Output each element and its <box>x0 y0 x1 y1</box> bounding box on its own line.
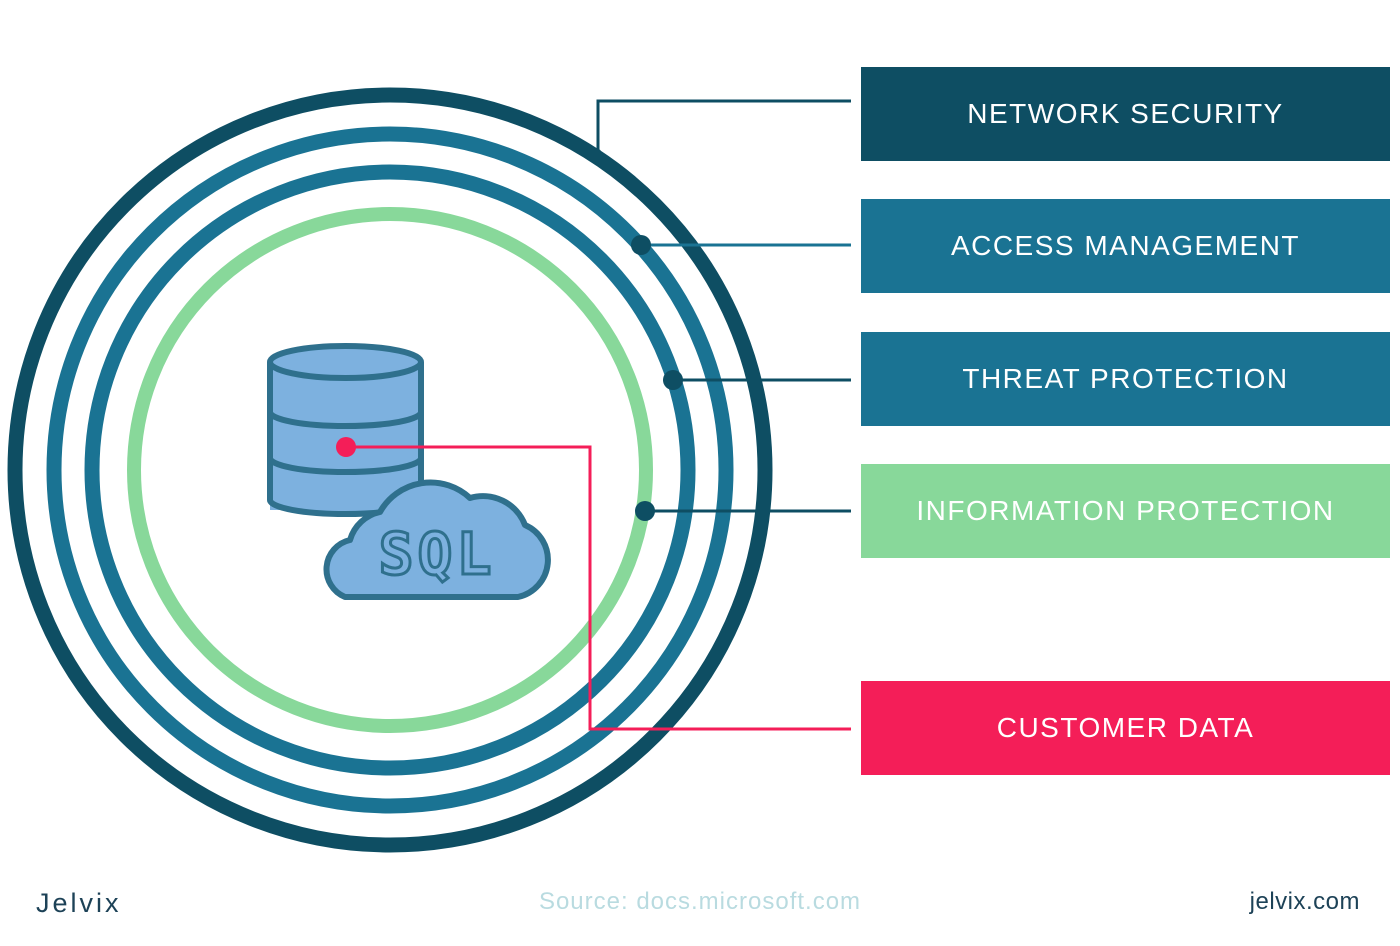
brand-url: jelvix.com <box>1249 888 1360 915</box>
network-security-dot <box>595 149 601 155</box>
threat-protection-label: THREAT PROTECTION <box>962 363 1289 394</box>
information-protection-box: INFORMATION PROTECTION <box>861 464 1390 558</box>
information-protection-dot <box>635 501 655 521</box>
network-security-connector <box>596 99 851 152</box>
threat-protection-ring <box>84 164 696 776</box>
customer-data-dot <box>336 437 356 457</box>
network-security-box: NETWORK SECURITY <box>861 67 1390 161</box>
customer-data-label: CUSTOMER DATA <box>996 712 1255 743</box>
customer-data-connector <box>346 445 851 731</box>
access-management-box: ACCESS MANAGEMENT <box>861 199 1390 293</box>
database-icon <box>267 343 424 517</box>
access-management-label: ACCESS MANAGEMENT <box>950 230 1301 261</box>
access-management-dot <box>631 235 651 255</box>
network-security-label: NETWORK SECURITY <box>967 98 1284 129</box>
customer-data-box: CUSTOMER DATA <box>861 681 1390 775</box>
network-security-ring <box>7 87 773 853</box>
information-protection-ring <box>127 207 653 733</box>
source-credit: Source: docs.microsoft.com <box>538 888 862 915</box>
brand-logo: Jelvix <box>36 888 122 918</box>
cloud-icon <box>323 479 551 600</box>
cloud-label: SQL <box>379 520 496 588</box>
threat-protection-box: THREAT PROTECTION <box>861 332 1390 426</box>
access-management-ring <box>46 126 734 814</box>
information-protection-label: INFORMATION PROTECTION <box>916 495 1335 526</box>
threat-protection-dot <box>663 370 683 390</box>
